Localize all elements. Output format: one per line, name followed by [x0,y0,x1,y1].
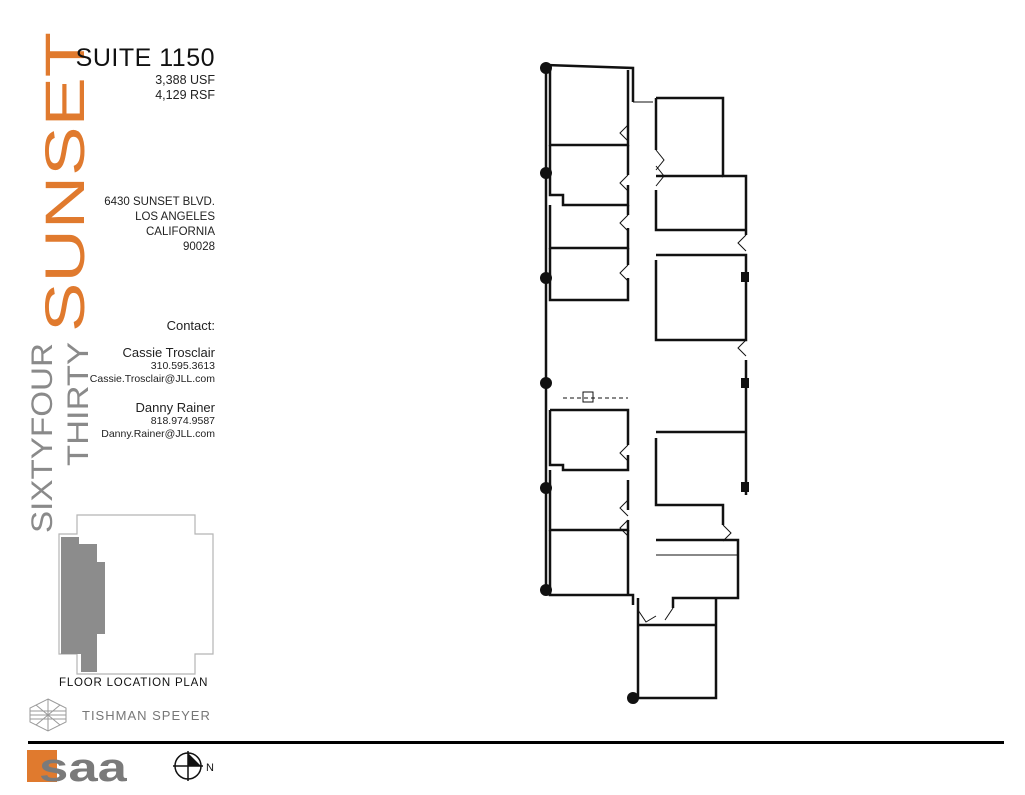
bottom-rule [28,741,1004,744]
brand-line-sunset: SUNSET [33,32,92,332]
contact-heading: Contact: [166,318,215,333]
contact-name: Cassie Trosclair [122,345,215,360]
saa-logo-text: saa [39,748,127,784]
address-state: CALIFORNIA [145,226,215,238]
suite-rsf: 4,129 RSF [155,88,215,102]
suite-location-highlight [61,537,105,672]
address-city: LOS ANGELES [135,211,215,223]
brand-line-four: SIXTYFOUR [26,343,59,533]
saa-logo: saa [27,748,127,784]
contact-person: Cassie Trosclair 310.595.3613 Cassie.Tro… [90,345,215,386]
contact-person: Danny Rainer 818.974.9587 Danny.Rainer@J… [90,400,215,441]
suite-info: SUITE 1150 3,388 USF 4,129 RSF [76,44,215,103]
contact-phone[interactable]: 818.974.9587 [150,415,215,427]
address-zip: 90028 [183,241,215,253]
suite-title: SUITE 1150 [75,44,215,72]
building-footprint-outline [58,514,214,675]
contact-email[interactable]: Danny.Rainer@JLL.com [101,428,215,440]
contact-email[interactable]: Cassie.Trosclair@JLL.com [89,373,215,385]
contact-phone[interactable]: 310.595.3613 [150,360,215,372]
brand-logo: SUNSET SIXTYFOUR THIRTY [22,30,92,535]
floor-location-diagram [55,512,220,682]
address-street: 6430 SUNSET BLVD. [104,196,215,208]
contact-name: Danny Rainer [135,400,216,415]
suite-floor-plan [540,62,749,704]
north-arrow-icon: N [173,751,214,781]
address: 6430 SUNSET BLVD. LOS ANGELES CALIFORNIA… [104,195,215,255]
contact-section: Contact: Cassie Trosclair 310.595.3613 C… [90,318,215,455]
north-label: N [206,762,214,774]
brand-line-thirty: THIRTY [62,342,92,466]
tishman-speyer-name: TISHMAN SPEYER [82,708,211,723]
suite-usf: 3,388 USF [155,73,215,87]
tishman-speyer-logo-icon [29,698,67,732]
floor-location-label: FLOOR LOCATION PLAN [59,677,209,689]
